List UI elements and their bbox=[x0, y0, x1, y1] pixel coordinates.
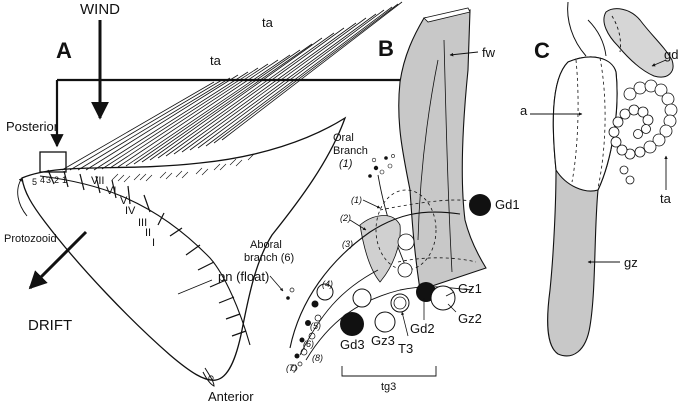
panel-b-drawing bbox=[269, 7, 491, 377]
panel-label-a: A bbox=[56, 38, 72, 63]
group-label: 5 bbox=[32, 177, 38, 187]
small-number-label: (6) bbox=[303, 339, 314, 349]
a-label: a bbox=[520, 103, 528, 118]
sector-label: V bbox=[120, 195, 128, 207]
pn-label: pn (float) bbox=[218, 269, 270, 284]
anterior-label: Anterior bbox=[208, 389, 254, 404]
panel-label-c: C bbox=[534, 38, 550, 63]
tg3-label: tg3 bbox=[381, 381, 397, 393]
gz3-label: Gz3 bbox=[371, 333, 395, 348]
sector-hatch bbox=[111, 153, 255, 183]
group-label: 4 bbox=[40, 175, 46, 185]
gz1-label: Gz1 bbox=[458, 281, 482, 296]
sector-label: II bbox=[145, 227, 152, 239]
small-number-label: (7) bbox=[286, 363, 297, 373]
sector-label: VII bbox=[91, 175, 105, 187]
group-label: 1 bbox=[62, 175, 68, 185]
gd3-label: Gd3 bbox=[340, 337, 365, 352]
drift-label: DRIFT bbox=[28, 317, 73, 334]
sector-label: III bbox=[138, 217, 148, 229]
oral-branch-label-2: Branch bbox=[333, 145, 368, 157]
small-number-label: (5) bbox=[310, 321, 321, 331]
gonodendron bbox=[603, 8, 674, 78]
panel-c-drawing bbox=[530, 1, 678, 357]
float-outline bbox=[21, 116, 347, 381]
posterior-box bbox=[39, 151, 67, 173]
gd-label: gd bbox=[664, 47, 679, 62]
gd2-label: Gd2 bbox=[410, 321, 435, 336]
gd1-label: Gd1 bbox=[495, 197, 520, 212]
sector-label: IV bbox=[125, 205, 136, 217]
wind-label: WIND bbox=[80, 1, 120, 18]
protozooid-label: Protozooid bbox=[4, 233, 57, 245]
group-label: 3 bbox=[46, 175, 52, 185]
aboral-branch-label-1: Aboral bbox=[250, 239, 282, 251]
oral-branch-label-3: (1) bbox=[339, 158, 353, 170]
ta-label-top: ta bbox=[262, 15, 273, 30]
ta-label-mid: ta bbox=[210, 53, 221, 68]
sector-label: VI bbox=[106, 185, 117, 197]
fw-label: fw bbox=[482, 45, 495, 60]
group-label: 2 bbox=[54, 175, 60, 185]
small-number-label: (8) bbox=[312, 353, 323, 363]
gz-label: gz bbox=[624, 255, 638, 270]
t3-label: T3 bbox=[398, 341, 414, 356]
oral-branch-label-1: Oral bbox=[333, 132, 354, 144]
gz2-label: Gz2 bbox=[458, 311, 482, 326]
tentacle-beads bbox=[608, 79, 678, 185]
small-number-label: (4) bbox=[322, 279, 333, 289]
small-number-label: (2) bbox=[340, 213, 351, 223]
panel-a-drawing bbox=[17, 1, 410, 387]
posterior-label: Posterior bbox=[6, 119, 59, 134]
anterior-tip bbox=[202, 367, 215, 387]
crest-line bbox=[39, 175, 251, 346]
panel-label-b: B bbox=[378, 36, 394, 61]
small-number-label: (3) bbox=[342, 239, 353, 249]
ta-label-c: ta bbox=[660, 191, 671, 206]
small-number-label: (1) bbox=[351, 195, 362, 205]
sector-label: I bbox=[152, 237, 156, 249]
aboral-branch-label-2: branch (6) bbox=[244, 252, 295, 264]
